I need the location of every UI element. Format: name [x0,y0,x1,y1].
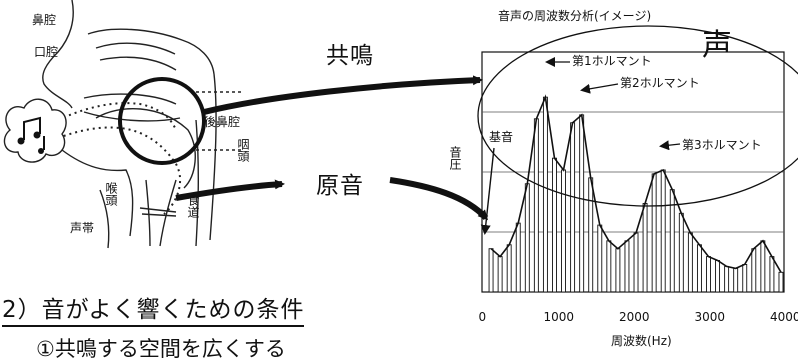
harmonic-bar [515,222,521,293]
x-tick-label: 1000 [543,310,575,324]
harmonic-bar [778,271,784,293]
resonance-area-circle [118,77,206,165]
harmonic-bar [696,244,702,293]
chart-title: 音声の周波数分析(イメージ) [498,9,652,23]
harmonic-bar [751,248,757,293]
y-axis-label: 音圧 [448,146,462,170]
formant2-label: 第2ホルマント [620,76,700,90]
harmonic-bar [624,240,630,293]
x-axis-label: 周波数(Hz) [611,334,672,348]
nasopharynx-label: 後鼻腔 [204,115,241,129]
resonance-arrow [203,75,483,115]
music-notes-icon [3,98,67,163]
harmonic-bar [533,118,539,293]
harmonic-bar [588,177,594,293]
resonance-label: 共鳴 [326,43,374,69]
section-heading: 2）音がよく響くための条件 [2,290,305,327]
fundamental-label: 基音 [489,130,514,144]
harmonic-bar [724,265,730,293]
spectrum-chart [477,25,798,293]
formant3-pointer [659,140,681,151]
harmonic-bar [715,260,721,293]
harmonic-bar [733,267,739,293]
spectrum-envelope [490,94,782,273]
harmonic-bar [706,256,711,293]
harmonic-bar [524,183,530,293]
x-tick-label: 0 [478,310,487,324]
harmonic-bar [606,240,612,293]
illustration-canvas [3,0,798,293]
source-arrow-left [175,179,285,201]
chart-grid [482,111,784,233]
harmonic-bar [615,248,621,293]
nasal-cavity-label: 鼻腔 [32,13,57,27]
fundamental-pointer [480,147,495,235]
chart-bars [488,96,784,293]
harmonic-bar [760,240,766,293]
source-sound-label: 原音 [316,173,364,199]
harmonic-bar [542,96,548,293]
harmonic-bar [651,173,657,293]
oral-cavity-label: 口腔 [34,45,59,59]
formant2-pointer [580,83,619,94]
harmonic-bar [678,212,684,293]
harmonic-bar [561,169,566,293]
harmonic-bar [497,256,503,293]
formant3-label: 第3ホルマント [682,138,762,152]
x-tick-label: 4000 [770,310,798,324]
harmonic-bar [579,114,585,293]
harmonic-bar [769,256,775,293]
larynx-label: 喉頭 [104,182,118,206]
x-tick-label: 3000 [694,310,726,324]
voice-label: 声 [702,28,732,63]
x-tick-label: 2000 [619,310,650,324]
harmonic-bar [687,232,693,293]
pharynx-label: 咽頭 [236,138,250,162]
harmonic-bar [660,169,666,293]
esophagus-label: 食道 [186,194,200,218]
harmonic-bar [597,224,603,293]
condition-item: ①共鳴する空間を広くする [36,337,286,361]
vocal-cords-label: 声帯 [70,221,95,235]
harmonic-bar [633,232,639,293]
harmonic-bar [552,157,557,293]
harmonic-bar [642,202,648,293]
harmonic-bar [488,248,494,293]
harmonic-bar [570,122,576,293]
harmonic-bar [742,263,748,293]
formant1-label: 第1ホルマント [572,54,652,68]
voice-ellipse [477,25,798,207]
harmonic-bar [506,244,512,293]
source-arrow-right [389,177,489,221]
